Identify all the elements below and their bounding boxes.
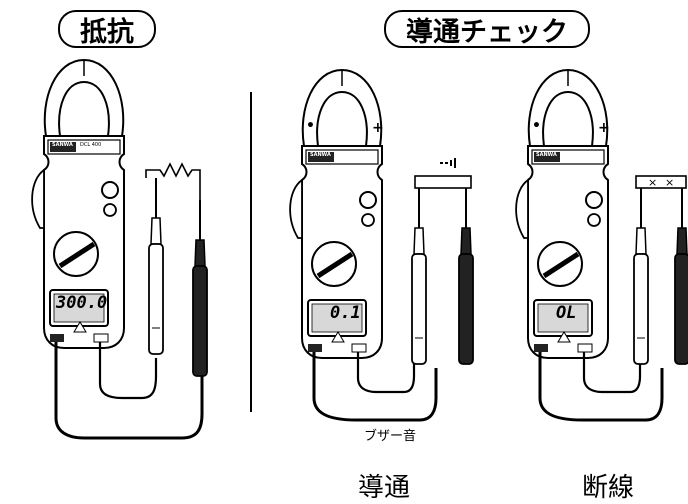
meter-open-circuit: • +	[516, 70, 664, 422]
broken-jumper: × ×	[635, 175, 687, 189]
resistance-title: 抵抗	[58, 10, 156, 48]
lcd-reading-3: OL	[556, 303, 577, 323]
black-probe-1	[192, 199, 208, 377]
meter-resistance	[32, 60, 204, 440]
svg-text:×: ×	[665, 176, 674, 189]
svg-text:+: +	[598, 120, 610, 136]
lcd-reading-2: 0.1	[330, 303, 361, 323]
svg-text:+: +	[372, 120, 384, 136]
lcd-reading-1: 300.0	[56, 293, 108, 313]
black-probe-3	[674, 187, 688, 365]
red-probe-2	[411, 187, 427, 365]
brand-label-2: SANWA	[310, 152, 331, 158]
black-probe-2	[458, 187, 474, 365]
brand-label-1: SANWA	[52, 142, 73, 148]
continuity-result-label: 導通	[358, 473, 411, 503]
buzzer-caption: ブザー音	[364, 429, 417, 444]
red-probe-1	[148, 177, 164, 355]
model-label-1: DCL 400	[80, 142, 102, 148]
continuity-title: 導通チェック	[384, 10, 590, 48]
beep-icon	[440, 158, 456, 168]
svg-text:×: ×	[648, 176, 657, 189]
svg-text:•: •	[532, 118, 541, 134]
meter-continuity: • +	[290, 70, 438, 422]
open-circuit-result-label: 断線	[582, 473, 635, 503]
resistor-icon	[145, 162, 201, 200]
continuity-title-text: 導通チェック	[406, 16, 568, 48]
section-divider	[250, 92, 252, 412]
svg-text:•: •	[306, 118, 315, 134]
shorted-jumper	[414, 175, 472, 189]
brand-label-3: SANWA	[536, 152, 557, 158]
resistance-title-text: 抵抗	[80, 16, 134, 48]
red-probe-3	[633, 187, 649, 365]
